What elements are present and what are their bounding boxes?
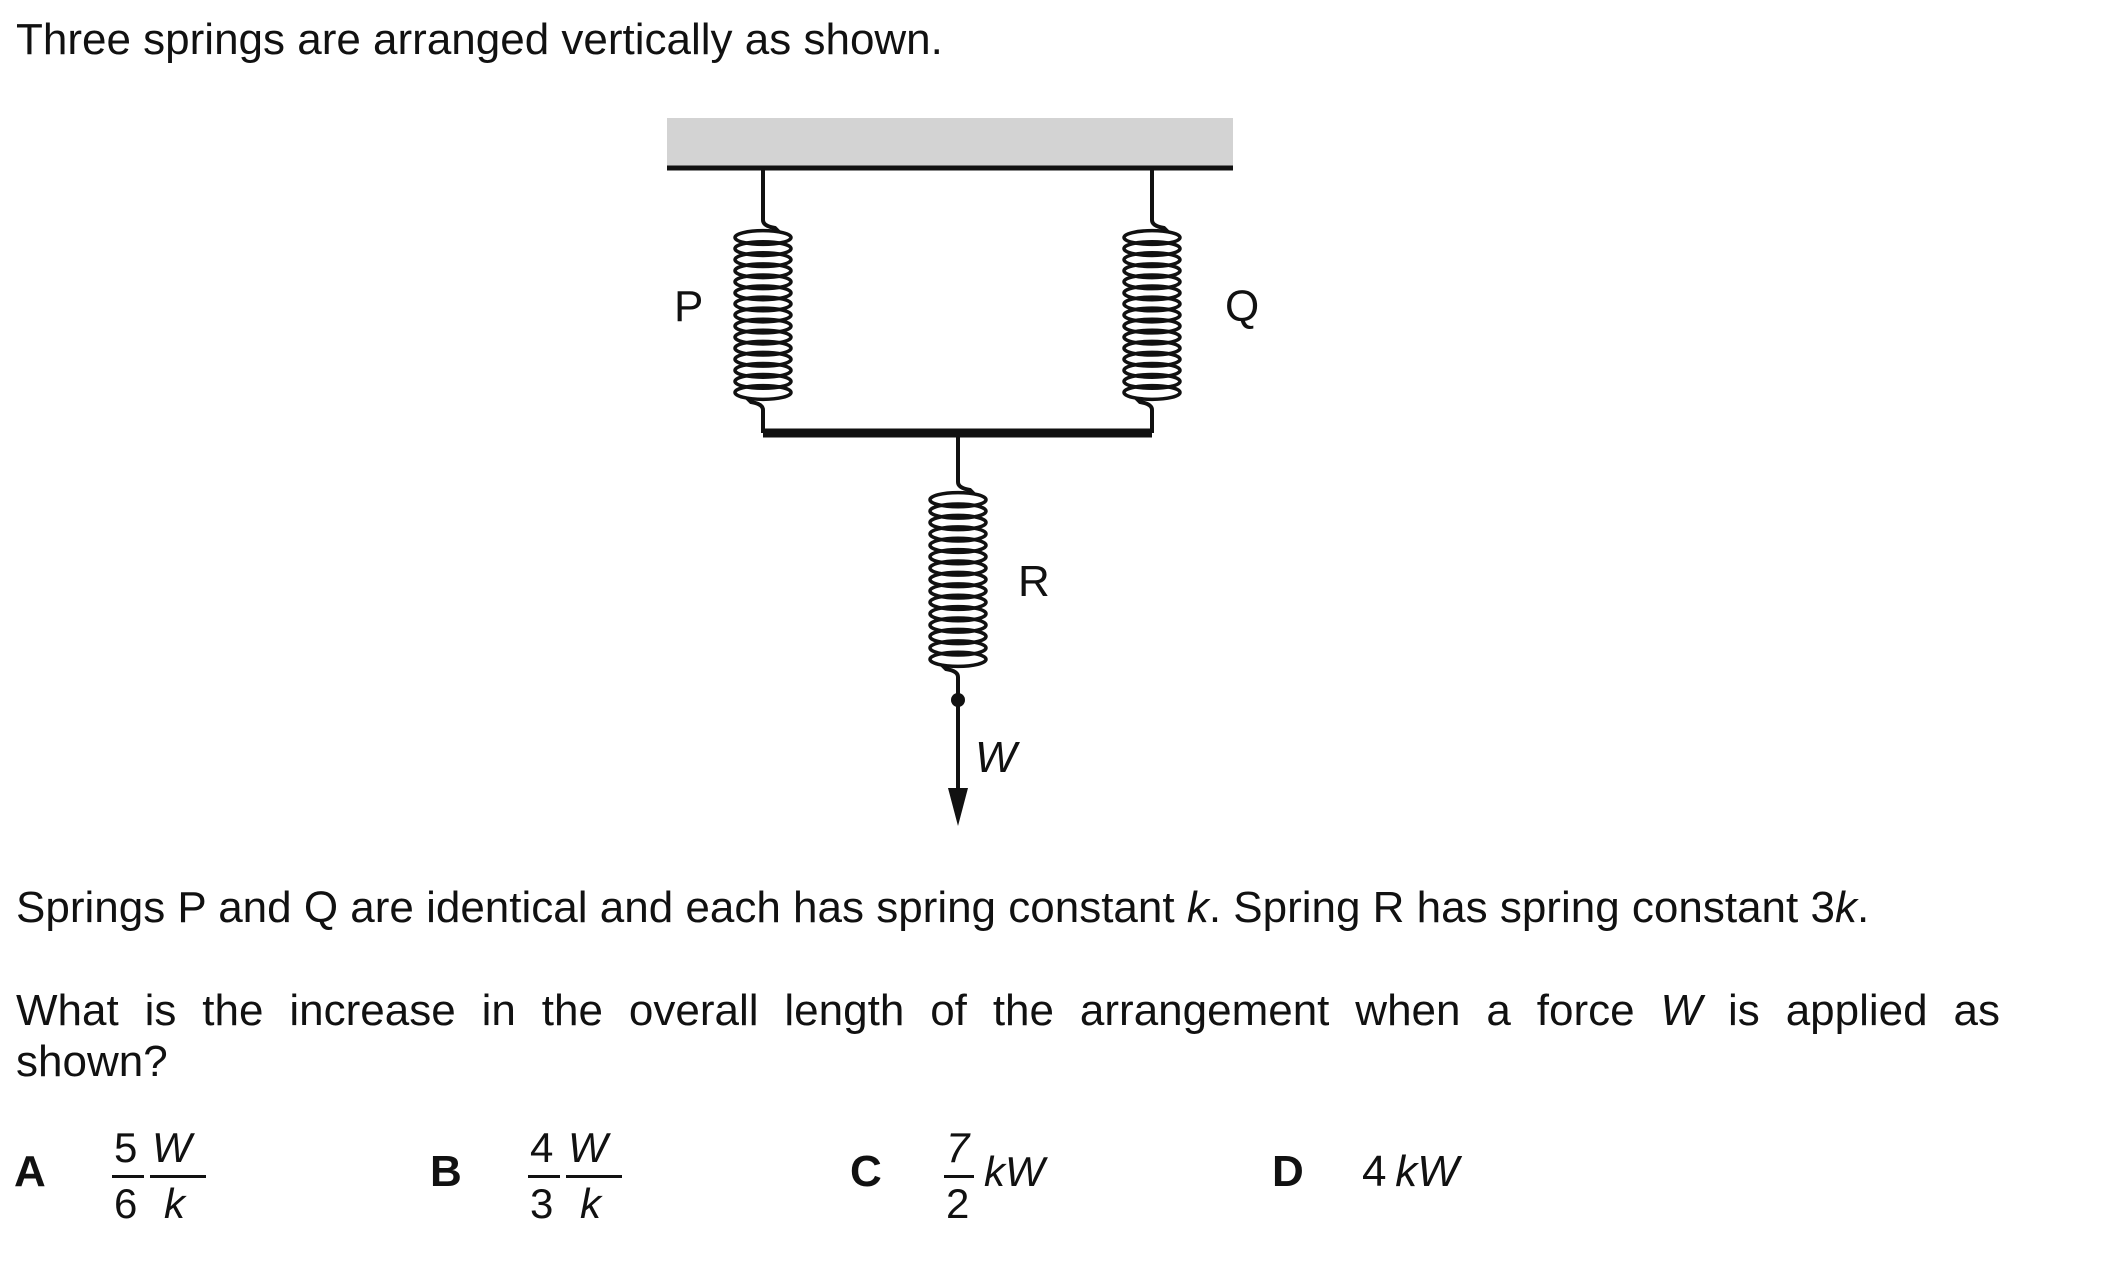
option-a-fraction[interactable]: 5 W 6 k	[108, 1126, 208, 1226]
question-line2: shown?	[16, 1037, 168, 1086]
option-d-number: 4	[1362, 1147, 1396, 1196]
spring-coil	[928, 582, 988, 600]
spring-coil	[1122, 273, 1182, 291]
statement-part3: .	[1856, 883, 1870, 932]
statement-part1: Springs P and Q are identical and each h…	[16, 883, 1187, 932]
option-d-value[interactable]: 4 kW	[1362, 1146, 1459, 1198]
option-b-bar1	[528, 1175, 560, 1178]
spring-lead-bottom	[1134, 396, 1154, 433]
spring-coil	[928, 650, 988, 669]
option-b-den2: k	[580, 1180, 601, 1227]
option-b-letter[interactable]: B	[430, 1147, 462, 1196]
spring-coil	[733, 306, 793, 324]
option-a-den1: 6	[114, 1180, 138, 1227]
statement-k1: k	[1186, 883, 1209, 932]
spring-coil	[928, 502, 988, 520]
spring-p	[733, 168, 793, 433]
option-b-fraction[interactable]: 4 W 3 k	[524, 1126, 624, 1226]
spring-coil	[1122, 239, 1182, 258]
force-arrow-head	[948, 788, 968, 826]
option-b-den1: 3	[530, 1180, 554, 1227]
spring-coil	[733, 273, 793, 291]
spring-coil	[733, 262, 793, 280]
spring-diagram: P Q R W	[667, 118, 1259, 826]
spring-coil	[733, 328, 793, 346]
option-d-rest: kW	[1395, 1147, 1459, 1196]
spring-coil	[733, 228, 793, 247]
option-a-num2: W	[152, 1124, 192, 1171]
spring-coil	[1122, 228, 1182, 247]
label-r: R	[1018, 557, 1050, 606]
spring-coil	[733, 383, 793, 402]
option-b-num1: 4	[530, 1124, 554, 1171]
spring-coil	[1122, 262, 1182, 280]
option-b-num2: W	[568, 1124, 608, 1171]
option-a-bar2	[150, 1175, 206, 1178]
option-c-fraction[interactable]: 7 2 kW	[944, 1126, 1094, 1226]
spring-lead-bottom	[745, 396, 765, 433]
statement-text: Springs P and Q are identical and each h…	[16, 882, 1869, 934]
question-w: W	[1660, 986, 1703, 1035]
spring-coil	[1122, 251, 1182, 269]
option-a-den2: k	[164, 1180, 185, 1227]
spring-coil	[1122, 383, 1182, 402]
option-c-bar	[944, 1175, 974, 1178]
spring-coil	[733, 251, 793, 269]
spring-coil	[1122, 295, 1182, 313]
label-p: P	[674, 282, 703, 331]
spring-coil	[1122, 361, 1182, 379]
spring-coil	[928, 593, 988, 612]
question-line1: What is the increase in the overall leng…	[16, 985, 2000, 1037]
option-a-num1: 5	[114, 1124, 138, 1171]
label-w: W	[975, 733, 1020, 782]
spring-coil	[928, 604, 988, 623]
intro-text: Three springs are arranged vertically as…	[16, 15, 943, 64]
option-d-letter[interactable]: D	[1272, 1147, 1304, 1196]
question-part1: What is the increase in the overall leng…	[16, 986, 1661, 1035]
spring-coil	[1122, 284, 1182, 302]
spring-coil	[928, 513, 988, 532]
spring-coil	[928, 547, 988, 566]
spring-lead-bottom	[940, 663, 960, 700]
spring-coil	[1122, 306, 1182, 324]
spring-coil	[928, 627, 988, 646]
spring-lead-top	[956, 433, 976, 496]
option-b-bar2	[566, 1175, 622, 1178]
spring-lead-top	[1150, 168, 1170, 234]
spring-coil	[733, 239, 793, 258]
statement-part2: . Spring R has spring constant 3	[1208, 883, 1835, 932]
spring-coil	[733, 361, 793, 379]
spring-q	[1122, 168, 1182, 433]
spring-coil	[928, 616, 988, 634]
ceiling	[667, 118, 1233, 166]
spring-coil	[733, 372, 793, 391]
label-q: Q	[1225, 282, 1259, 331]
spring-coil	[928, 570, 988, 589]
spring-coil	[928, 536, 988, 555]
spring-coil	[928, 490, 988, 509]
spring-coil	[733, 339, 793, 357]
spring-coil	[928, 525, 988, 543]
spring-coil	[733, 317, 793, 335]
spring-coil	[733, 295, 793, 313]
spring-coil	[1122, 328, 1182, 346]
option-c-den: 2	[946, 1180, 970, 1227]
spring-coil	[1122, 317, 1182, 335]
option-c-num: 7	[946, 1124, 970, 1171]
spring-lead-top	[761, 168, 781, 234]
option-c-rest: kW	[984, 1148, 1045, 1195]
spring-coil	[1122, 339, 1182, 357]
spring-coil	[733, 284, 793, 302]
spring-coil	[928, 559, 988, 577]
spring-r	[928, 433, 988, 700]
question-part2: is applied as	[1702, 986, 2000, 1035]
spring-coil	[928, 639, 988, 657]
spring-coil	[733, 350, 793, 368]
option-c-letter[interactable]: C	[850, 1147, 882, 1196]
option-a-letter[interactable]: A	[14, 1147, 46, 1196]
spring-coil	[1122, 372, 1182, 391]
statement-k2: k	[1834, 883, 1857, 932]
spring-coil	[1122, 350, 1182, 368]
option-a-bar1	[112, 1175, 144, 1178]
